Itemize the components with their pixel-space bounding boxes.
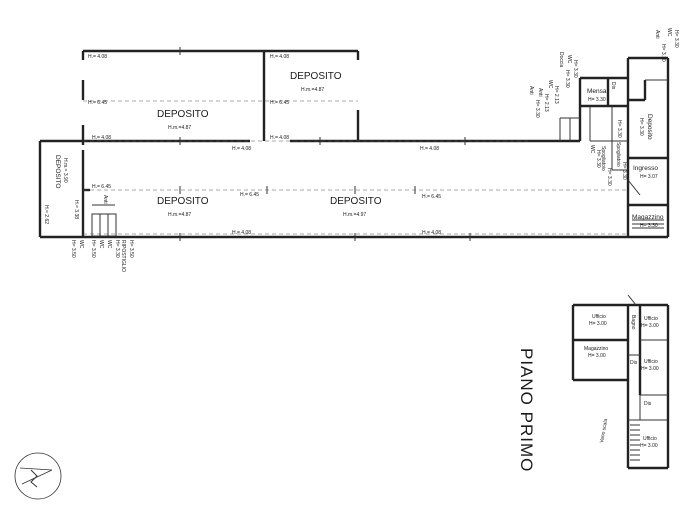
- wall: [627, 179, 641, 196]
- room-name: DEPOSITO: [157, 196, 209, 207]
- room-name: RIPOSTIGLIO: [120, 240, 126, 272]
- height-label: H.= 4.08: [88, 54, 107, 60]
- room-height: H= 3.30: [640, 223, 658, 229]
- room-height: H= 3.30: [638, 118, 644, 136]
- stairs: [630, 424, 640, 461]
- room-height: H= 3.30: [588, 97, 606, 103]
- room-name: Magazzino: [584, 346, 608, 352]
- room-name: DEPOSITO: [54, 155, 61, 188]
- room-height: H= 3.00: [641, 323, 659, 329]
- room-name: WC: [98, 240, 104, 249]
- room-name: Mensa: [587, 88, 607, 95]
- wc-cubicle: [99, 213, 109, 237]
- room-name: DEPOSITO: [157, 109, 209, 120]
- room-name: Vano scala: [599, 418, 609, 443]
- room-name: Anti: [102, 195, 108, 204]
- height-label: H.= 4.08: [270, 54, 289, 60]
- room-name: Ufficio: [643, 436, 657, 442]
- room-height: H= 3.30: [114, 240, 120, 258]
- room-name: Doccia: [558, 52, 564, 68]
- service-labels: Mensa H= 3.30 Dis H= 3.30 Deposito H= 3.…: [528, 28, 679, 229]
- height-label: H.= 4.08: [92, 135, 111, 141]
- room-name: Ufficio: [592, 314, 606, 320]
- room-height: H= 3.30: [616, 120, 622, 138]
- room-height: H= 3.00: [641, 366, 659, 372]
- height-label: H.= 2.62: [43, 205, 49, 224]
- room-height: H= 3.07: [640, 174, 658, 180]
- room-name: WC: [566, 55, 572, 64]
- room-height: H= 3.30: [564, 70, 570, 88]
- main-room-labels: DEPOSITO H.m.=4.87 DEPOSITO H.m.=4.87 DE…: [43, 54, 441, 272]
- room-height: H= 3.30: [660, 44, 666, 62]
- room-name: WC: [106, 240, 112, 249]
- room-name: Dis: [610, 82, 616, 90]
- room-name: Anti: [537, 88, 543, 97]
- room-height: H= 3.30: [595, 150, 601, 168]
- room-name: WC: [78, 240, 84, 249]
- wc-cubicle: [91, 213, 101, 237]
- room-name: Magazzino: [632, 214, 664, 221]
- height-label: H.= 6.45: [92, 184, 111, 190]
- height-label: H.= 6.45: [88, 100, 107, 106]
- room-name: WC: [666, 28, 672, 37]
- compass-letter: [30, 469, 38, 488]
- room-name: Ingresso: [633, 165, 658, 172]
- room-name: Dis: [630, 360, 638, 366]
- room-height: H= 3.00: [640, 443, 658, 449]
- room-height: H= 3.00: [588, 353, 606, 359]
- room-height: H.m.=4.97: [343, 212, 366, 218]
- room-name: Spogliatoio: [615, 142, 621, 167]
- height-label: H.= 4.08: [232, 230, 251, 236]
- room-name: WC: [547, 80, 553, 89]
- height-label: H.= 4.08: [422, 230, 441, 236]
- room-height: H= 3.30: [572, 60, 578, 78]
- room-name: Bagno: [630, 315, 636, 330]
- room-height: H= 3.50: [90, 240, 96, 258]
- room-height: H= 3.50: [128, 240, 134, 258]
- height-label: H.= 6.45: [240, 192, 259, 198]
- room-height: H.m.=4.87: [168, 212, 191, 218]
- room-name: Ufficio: [644, 359, 658, 365]
- height-label: H.= 4.08: [232, 146, 251, 152]
- room-height: H= 2.13: [543, 94, 549, 112]
- room-height: H= 3.30: [534, 100, 540, 118]
- room-height: H= 3.30: [606, 168, 612, 186]
- room-height: H.m.= 3.90: [62, 158, 68, 183]
- north-arrow-icon: [14, 452, 62, 500]
- room-name: Anti: [528, 86, 534, 95]
- room-name: WC: [589, 145, 595, 154]
- room-height: H.m.=4.87: [168, 125, 191, 131]
- compass-needle: [19, 467, 53, 485]
- stairs: [632, 219, 664, 229]
- height-label: H.= 6.45: [422, 194, 441, 200]
- room-name: Dis: [644, 401, 652, 407]
- room-height: H= 3.00: [589, 321, 607, 327]
- room-height: H.m.=4.87: [301, 87, 324, 93]
- compass-circle: [14, 452, 62, 500]
- wall: [627, 294, 637, 306]
- height-label: H.= 4.08: [420, 146, 439, 152]
- room-height: H= 3.30: [621, 162, 627, 180]
- room-name: Spogliatoio: [600, 146, 606, 171]
- height-label: H.= 4.08: [270, 135, 289, 141]
- room-name: Ufficio: [644, 316, 658, 322]
- room-name: DEPOSITO: [330, 196, 382, 207]
- section-lines: [83, 100, 628, 235]
- page-title: PIANO PRIMO: [517, 348, 536, 472]
- room-name: Anti: [654, 30, 660, 39]
- room-height: H= 3.30: [673, 30, 679, 48]
- second-block: Ufficio H= 3.00 Bagno Ufficio H= 3.00 Ma…: [571, 294, 670, 470]
- room-name: DEPOSITO: [290, 71, 342, 82]
- room-name: Deposito: [646, 114, 653, 140]
- height-label: H.= 6.45: [270, 100, 289, 106]
- room-height: H= 2.13: [553, 86, 559, 104]
- main-building-walls: [38, 47, 670, 241]
- height-label: H.= 3.38: [73, 200, 79, 219]
- wc-cubicle: [107, 213, 117, 237]
- room-height: H= 3.50: [70, 240, 76, 258]
